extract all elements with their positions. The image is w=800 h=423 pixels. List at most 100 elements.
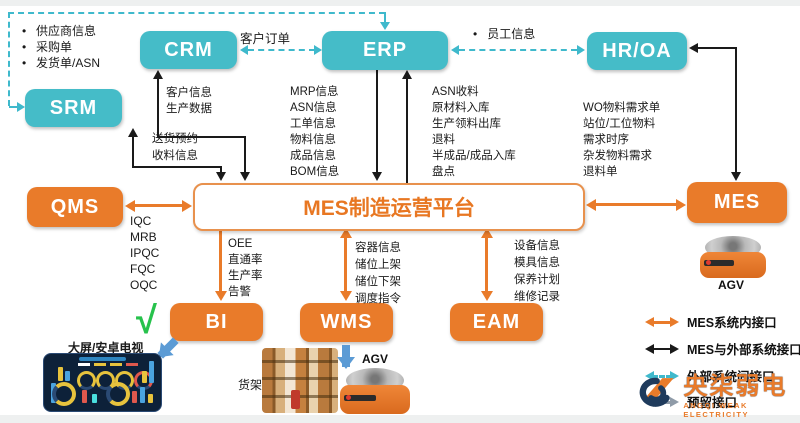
dashboard-gauge [96, 371, 115, 390]
hroa-arrowhead [689, 43, 698, 53]
list-item: 模具信息 [514, 257, 560, 269]
shelf-label: 货架 [238, 378, 263, 392]
dashboard-stat [110, 363, 122, 366]
erp-hroa-arrowhead-right [577, 45, 585, 55]
logo-name: 央柒弱电 [683, 373, 788, 400]
agv-light [346, 394, 352, 400]
qms-arrowhead-left [125, 200, 135, 212]
legend-item-between-external: 外部系统间接口 [645, 366, 775, 385]
dashboard-bar [132, 391, 137, 403]
forklift-shape [290, 389, 300, 410]
list-item: 生产领料出库 [432, 118, 501, 130]
dashed-arrowhead-srm [17, 102, 25, 112]
list-item: 生产率 [228, 270, 263, 282]
dashboard-bar [142, 371, 147, 383]
erp-hroa-dashed-line [459, 49, 577, 51]
list-item: 收料信息 [152, 150, 198, 162]
dashboard-donut [106, 382, 130, 406]
box-bi: BI [170, 303, 263, 341]
platform-mes-line [595, 203, 677, 206]
srm-line-vertical [132, 136, 134, 167]
box-hroa-label: HR/OA [602, 39, 672, 62]
box-crm-label: CRM [164, 38, 213, 61]
hroa-mes-horizontal [697, 47, 737, 49]
crm-erp-dashed-line [248, 49, 315, 51]
list-item: 杂发物料需求 [583, 150, 652, 162]
erp-up-list: ASN收料 原材料入库 生产领料出库 退料 半成品/成品入库 盘点 [432, 84, 516, 180]
legend-item-external: MES与外部系统接口 [645, 339, 800, 358]
wms-list: 容器信息 储位上架 储位下架 调度指令 [355, 240, 401, 308]
agv-robot-image [340, 368, 410, 414]
company-logo: 央柒弱电 ANGQI WEAK ELECTRICITY [634, 374, 800, 422]
erp-down-line [376, 70, 378, 173]
dashboard-donut [52, 382, 76, 406]
supplier-info-list: 供应商信息 采购单 发货单/ASN [22, 23, 100, 71]
list-item: 需求时序 [583, 134, 629, 146]
list-item: WO物料需求单 [583, 102, 661, 114]
dashboard-bar [148, 394, 153, 403]
green-check-icon: √ [136, 300, 157, 342]
list-item: 工单信息 [290, 118, 336, 130]
crm-line-horizontal [157, 136, 246, 138]
erp-up-line [406, 78, 408, 183]
agv-light [705, 259, 711, 265]
bi-arrowhead [215, 291, 227, 301]
bi-dashboard-image [43, 353, 162, 412]
list-item: 盘点 [432, 166, 455, 178]
legend-label: 预留接口 [687, 396, 738, 410]
crm-line-vertical [157, 78, 159, 138]
orange-double-arrow-icon [645, 316, 679, 328]
platform-title: MES制造运营平台 [303, 197, 475, 220]
dashboard-bar [92, 394, 97, 403]
qms-platform-line [134, 204, 184, 207]
crm-line-arrowhead [153, 70, 163, 79]
agv-slot [344, 394, 377, 402]
list-item: 调度指令 [355, 293, 401, 305]
shelf-line [262, 377, 338, 381]
list-item: 客户信息 [166, 87, 212, 99]
legend-label: 外部系统间接口 [687, 370, 775, 384]
list-item: 退料 [432, 134, 455, 146]
box-qms: QMS [27, 187, 123, 227]
box-srm: SRM [25, 89, 122, 127]
mes-arrowhead-right [676, 199, 686, 211]
box-wms-label: WMS [320, 311, 373, 333]
top-margin-band [0, 0, 800, 6]
list-item: OQC [130, 278, 158, 292]
list-item: 告警 [228, 286, 251, 298]
hroa-mes-vertical [735, 47, 737, 173]
box-eam: EAM [450, 303, 543, 341]
srm-line-arrowhead [128, 128, 138, 137]
srm-line-drop [220, 168, 222, 173]
eam-arrowhead-up [481, 228, 493, 238]
dashed-left-line [8, 12, 10, 106]
dashboard-bar [58, 367, 63, 381]
shelf-line [262, 394, 338, 398]
crm-erp-arrowhead-right [314, 45, 322, 55]
shelf-line [262, 359, 338, 363]
screen-label: 大屏/安卓电视 [68, 341, 144, 355]
agv-wms-label: AGV [362, 352, 389, 366]
list-item: OEE [228, 238, 253, 250]
list-item: ASN收料 [432, 86, 479, 98]
platform-box: MES制造运营平台 [193, 183, 585, 231]
dashed-arrowhead-erp [380, 22, 390, 30]
agv-robot-image-mes [700, 236, 766, 278]
list-item: 设备信息 [514, 240, 560, 252]
box-qms-label: QMS [50, 195, 100, 218]
employee-info-text: 员工信息 [487, 27, 536, 41]
erp-down-arrowhead [372, 172, 382, 181]
list-item: 生产数据 [166, 103, 212, 115]
list-item: 发货单/ASN [22, 55, 100, 71]
list-item: 成品信息 [290, 150, 336, 162]
dashboard-title-bar [79, 357, 126, 361]
crm-line-platform-arrowhead [240, 172, 250, 181]
bi-list: OEE 直通率 生产率 告警 [228, 236, 263, 300]
dashboard-bar [82, 390, 87, 403]
eam-arrowhead-down [481, 291, 493, 301]
list-item: 采购单 [22, 39, 100, 55]
list-item: 原材料入库 [432, 102, 490, 114]
list-item: 送货预约 [152, 133, 198, 145]
qms-list: IQC MRB IPQC FQC OQC [130, 213, 159, 293]
box-erp-label: ERP [362, 39, 408, 61]
